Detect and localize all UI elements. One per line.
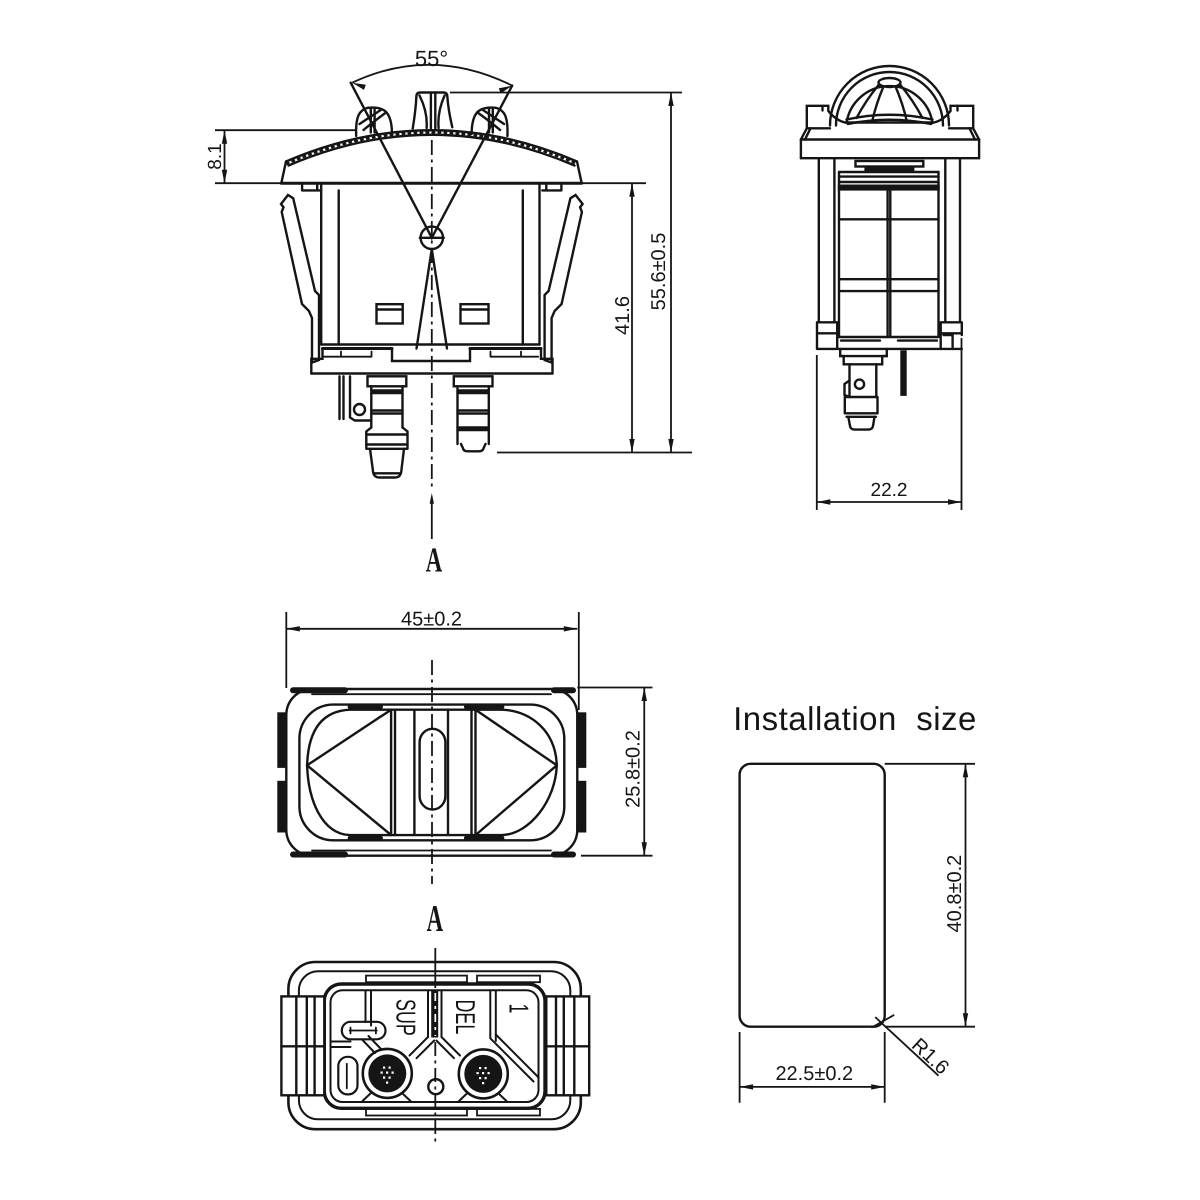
svg-text:55°: 55° — [415, 46, 448, 71]
svg-text:22.5±0.2: 22.5±0.2 — [775, 1063, 853, 1085]
svg-text:1: 1 — [503, 1004, 533, 1014]
svg-text:55.6±0.5: 55.6±0.5 — [648, 233, 670, 311]
svg-text:40.8±0.2: 40.8±0.2 — [944, 855, 966, 933]
svg-text:A: A — [426, 541, 443, 580]
svg-text:25.8±0.2: 25.8±0.2 — [623, 730, 645, 808]
svg-text:41.6: 41.6 — [612, 296, 634, 335]
svg-text:22.2: 22.2 — [871, 480, 908, 501]
svg-text:SUP: SUP — [390, 999, 420, 1036]
svg-text:A: A — [427, 898, 444, 940]
svg-text:Installation size: Installation size — [733, 700, 977, 737]
svg-text:45±0.2: 45±0.2 — [401, 609, 462, 631]
svg-text:8.1: 8.1 — [205, 143, 226, 169]
svg-text:DEL: DEL — [450, 1000, 480, 1035]
